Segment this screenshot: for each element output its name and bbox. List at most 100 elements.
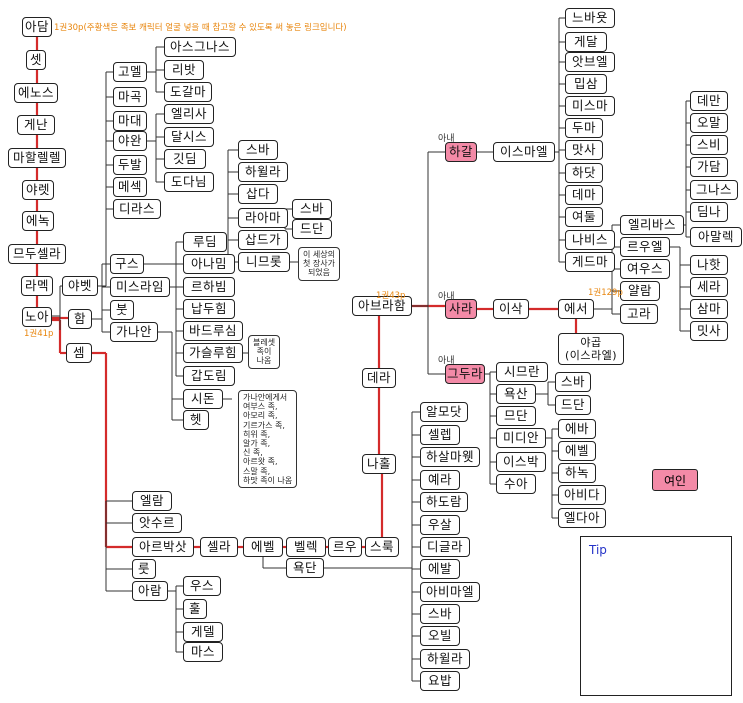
tip-label: Tip: [589, 543, 607, 557]
person-havilah2: 하윌라: [420, 649, 470, 669]
person-shuah: 수아: [496, 474, 536, 494]
person-omar: 오말: [690, 113, 728, 133]
person-put: 붓: [110, 300, 134, 320]
person-enoch: 에녹: [22, 211, 54, 231]
person-joktan: 욕단: [286, 558, 324, 578]
person-serug: 스룩: [365, 537, 399, 557]
person-isaac: 이삭: [493, 299, 529, 319]
person-zepho: 스비: [690, 135, 728, 155]
person-ashkenaz: 아스그나스: [164, 37, 236, 57]
person-sabtah: 삽다: [238, 184, 278, 204]
person-nebaioth: 느바욧: [565, 8, 615, 28]
person-hadoram: 하도람: [420, 492, 468, 512]
person-reuel: 르우엘: [620, 237, 670, 257]
person-korah: 고라: [620, 304, 658, 324]
person-cush: 구스: [110, 254, 144, 274]
person-gomer: 고멜: [113, 62, 147, 82]
person-ophir: 오빌: [420, 626, 460, 646]
person-zimran: 시므란: [496, 362, 548, 382]
person-canaan: 가나안: [110, 322, 158, 342]
person-abraham: 아브라함: [352, 296, 412, 316]
person-havilah1: 하윌라: [238, 162, 288, 182]
person-uz: 우스: [183, 576, 221, 596]
person-nahor: 나홀: [362, 454, 396, 474]
person-javan: 야완: [113, 131, 147, 151]
person-sheba2: 스바: [555, 372, 591, 392]
person-meshech: 메섹: [113, 177, 147, 197]
person-shem: 셈: [66, 343, 92, 363]
person-ishmael: 이스마엘: [493, 142, 555, 162]
person-noah: 노아: [22, 307, 52, 327]
person-hadad: 하닷: [565, 163, 603, 183]
person-keturah: 그두라: [445, 364, 485, 384]
person-nahath: 나핫: [690, 255, 728, 275]
person-mahalalel: 마할렐렐: [8, 148, 66, 168]
person-nimrod: 니므롯: [238, 252, 290, 272]
person-eldaah: 엘다아: [558, 508, 606, 528]
person-adbeel: 앗브엘: [565, 52, 615, 72]
person-kenaz: 그나스: [690, 180, 738, 200]
person-lehabim: 르하빔: [183, 277, 235, 297]
hagar-wife-label: 아내: [438, 134, 455, 144]
person-naphtuhim: 납두힘: [183, 299, 235, 319]
person-anamim: 아나밈: [183, 254, 235, 274]
person-massa: 맛사: [565, 140, 603, 160]
person-medan: 므단: [496, 406, 536, 426]
person-jetur: 여둘: [565, 207, 603, 227]
person-madai: 마대: [113, 111, 147, 131]
person-shammah: 삼마: [690, 299, 728, 319]
person-gether: 게델: [183, 622, 223, 642]
person-teman: 데만: [690, 91, 728, 111]
person-jacob: 야곱 (이스라엘): [558, 333, 624, 365]
person-kittim: 깃딤: [164, 149, 206, 169]
person-reu: 르우: [328, 537, 362, 557]
person-jalam: 얄람: [620, 281, 660, 301]
person-hul: 훌: [183, 599, 207, 619]
person-aram: 아람: [132, 581, 168, 601]
person-ludim: 루딤: [183, 232, 227, 252]
person-hagar: 하갈: [445, 142, 477, 162]
person-sheba3: 스바: [420, 604, 460, 624]
person-japheth: 야벳: [62, 276, 98, 296]
person-togarmah: 도갈마: [164, 82, 212, 102]
legend-female: 여인: [652, 469, 698, 491]
person-magog: 마곡: [113, 87, 147, 107]
person-tarshish: 달시스: [164, 127, 214, 147]
person-mizraim: 미스라임: [110, 277, 170, 297]
person-lud: 룻: [132, 559, 156, 579]
person-esau: 에서: [558, 299, 594, 319]
person-naphish: 나비스: [565, 230, 615, 250]
person-raamah: 라아마: [238, 208, 288, 228]
person-kenan: 게난: [17, 115, 55, 135]
person-mibsam: 밉삼: [565, 74, 607, 94]
esau-page-reference: 1권129p: [588, 288, 623, 298]
canaan-descendants-note: 가나안에게서 여부스 족, 아모리 족, 기르가스 족, 히위 족, 알가 족,…: [238, 390, 298, 488]
person-tema: 데마: [565, 185, 603, 205]
person-ephah: 에바: [558, 419, 596, 439]
person-enosh: 에노스: [14, 83, 58, 103]
person-kedar: 게달: [565, 32, 607, 52]
person-eliphaz: 엘리바스: [620, 215, 684, 235]
person-pathrusim: 바드루심: [183, 321, 243, 341]
person-dodanim: 도다님: [164, 172, 214, 192]
person-sidon: 시돈: [183, 389, 223, 409]
person-timna: 딤나: [690, 202, 728, 222]
person-dedan2: 드단: [555, 395, 591, 415]
person-obal: 에발: [420, 559, 460, 579]
casluhim-note: 블레셋 족이 나옴: [248, 335, 281, 369]
person-tubal: 두발: [113, 155, 147, 175]
person-mishma: 미스마: [565, 96, 615, 116]
person-jokshan: 욕산: [496, 384, 536, 404]
person-mizzah: 밋사: [690, 321, 728, 341]
adam-page-reference: 1권30p(주황색은 족보 캐릭터 얼굴 넣을 때 참고할 수 있도록 써 놓은…: [54, 23, 347, 33]
person-arphaxad: 아르박삿: [132, 537, 194, 557]
person-epher: 에벨: [558, 441, 596, 461]
sarah-wife-label: 아내: [438, 292, 455, 302]
person-terah: 데라: [362, 368, 396, 388]
person-hanoch: 하녹: [558, 463, 596, 483]
person-zerah: 세라: [690, 277, 728, 297]
person-eber: 에벨: [243, 537, 283, 557]
person-riphath: 리밧: [164, 60, 204, 80]
person-seth: 셋: [26, 50, 46, 70]
